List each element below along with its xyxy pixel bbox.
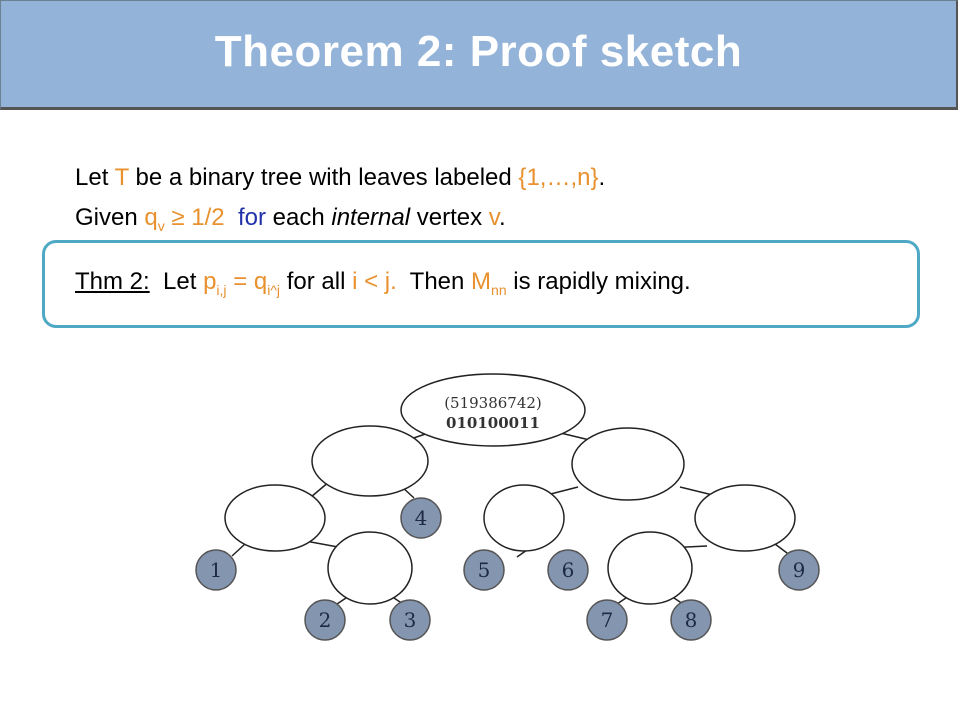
internal-node (607, 531, 693, 605)
leaf-label: 3 (404, 608, 417, 632)
text-fragment: be a binary tree with leaves labeled (128, 164, 519, 191)
internal-node (571, 427, 685, 501)
leaf-label: 6 (562, 558, 575, 582)
leaf-node (778, 549, 820, 591)
root-node (400, 373, 586, 447)
definition-line-1: Let T be a binary tree with leaves label… (75, 164, 605, 192)
leaf-node (547, 549, 589, 591)
leaf-node (670, 599, 712, 641)
internal-node (327, 531, 413, 605)
leaf-node (389, 599, 431, 641)
leaf-label: 8 (685, 608, 698, 632)
internal-node (311, 425, 429, 497)
text-fragment: Let (75, 164, 115, 191)
text-fragment: for all (280, 268, 353, 295)
text-fragment: Given (75, 204, 145, 231)
text-fragment: Then (396, 268, 472, 295)
leaf-node (400, 497, 442, 539)
root-bitstring: 010100011 (446, 414, 540, 432)
tree-edge (336, 597, 347, 605)
leaf-node (195, 549, 237, 591)
leaf-label: 4 (415, 506, 428, 530)
p-symbol: pi,j = qi^j (203, 268, 281, 298)
q-symbol: qv (144, 204, 165, 234)
text-fragment: is rapidly mixing. (506, 268, 691, 295)
leaf-label: 1 (210, 558, 223, 582)
for-word: for (237, 204, 266, 231)
text-fragment: . (499, 204, 506, 231)
text-fragment: vertex (410, 204, 489, 231)
theorem-label: Thm 2: (75, 268, 150, 295)
tree-symbol: T (114, 164, 129, 191)
index-condition: i < j. (352, 268, 397, 295)
slide-title: Theorem 2: Proof sketch (214, 27, 743, 76)
text-fragment: . (598, 164, 606, 191)
inequality: ≥ 1/2 (164, 204, 225, 231)
leaf-node (463, 549, 505, 591)
chain-symbol: Mnn (471, 268, 507, 298)
leaf-label: 2 (319, 608, 332, 632)
internal-node (224, 484, 326, 552)
vertex-symbol: v (488, 204, 499, 231)
tree-edge (231, 543, 246, 557)
leaf-label: 5 (478, 558, 491, 582)
leaf-label: 7 (601, 608, 614, 632)
text-fragment: each (265, 204, 332, 231)
definition-line-2: Given qv ≥ 1/2 for each internal vertex … (75, 204, 506, 234)
root-permutation: (519386742) (444, 394, 542, 412)
leaf-label: 9 (793, 558, 806, 582)
leaf-node (304, 599, 346, 641)
text-fragment: Let (149, 268, 204, 295)
theorem-statement: Thm 2: Let pi,j = qi^j for all i < j. Th… (75, 268, 691, 298)
internal-node (483, 484, 565, 552)
internal-node (694, 484, 796, 552)
internal-word: internal (331, 204, 411, 231)
title-bar: Theorem 2: Proof sketch (0, 0, 958, 110)
leaf-label-set: {1,…,n} (518, 164, 599, 191)
leaf-node (586, 599, 628, 641)
theorem-box (42, 240, 920, 328)
